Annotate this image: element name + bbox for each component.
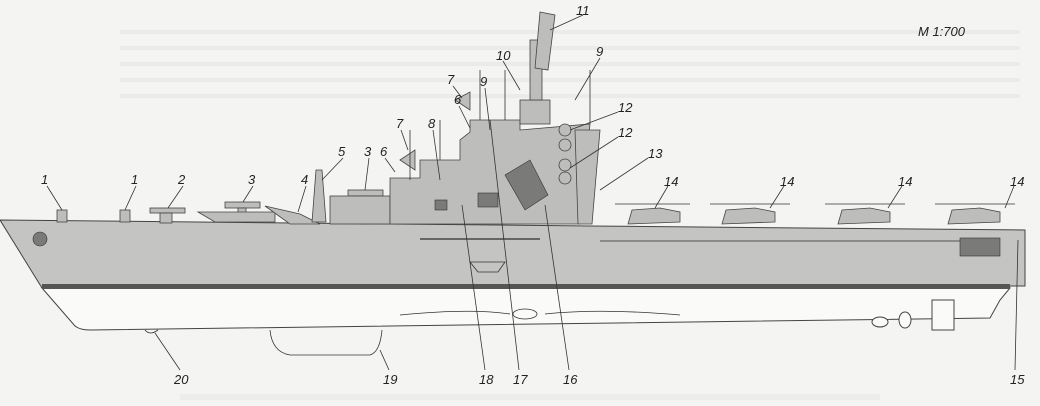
callout-17: 17: [513, 372, 528, 387]
callout-7: 7: [447, 72, 455, 87]
forward-deck-equipment: [56, 169, 391, 225]
callout-3: 3: [248, 172, 256, 187]
boot-top-stripe: [42, 284, 1010, 289]
callout-1: 1: [131, 172, 138, 187]
accommodation-ladder: [469, 261, 506, 273]
callout-13: 13: [648, 146, 663, 161]
callout-3: 3: [364, 144, 372, 159]
callout-6: 6: [454, 92, 462, 107]
callout-labels: 1 1 2 3 4 5 3 6 7 8 6 7 9 10 11 9 12 12 …: [41, 3, 1025, 387]
sonar-dome: [269, 329, 383, 356]
callout-12: 12: [618, 125, 633, 140]
callout-12: 12: [618, 100, 633, 115]
bow-sonar: [144, 329, 159, 334]
leader-lines: [46, 14, 1019, 371]
callout-9: 9: [596, 44, 603, 59]
stern-boat-bay: [959, 237, 1001, 257]
callout-18: 18: [479, 372, 494, 387]
callout-2: 2: [177, 172, 186, 187]
callout-11: 11: [576, 3, 590, 18]
callout-14: 14: [898, 174, 912, 189]
callout-1: 1: [41, 172, 48, 187]
callout-14: 14: [664, 174, 678, 189]
callout-4: 4: [301, 172, 308, 187]
superstructure: [389, 11, 601, 225]
callout-14: 14: [1010, 174, 1024, 189]
background-bleed-through: [120, 30, 1020, 400]
scale-label: M 1:700: [918, 24, 966, 39]
portholes: [420, 238, 980, 242]
bow-emblem: [32, 231, 48, 247]
helicopters: [615, 203, 1015, 225]
callout-5: 5: [338, 144, 346, 159]
callout-20: 20: [173, 372, 189, 387]
callout-8: 8: [428, 116, 436, 131]
propeller-rudder: [871, 299, 955, 331]
callout-10: 10: [496, 48, 511, 63]
callout-16: 16: [563, 372, 578, 387]
callout-9: 9: [480, 74, 487, 89]
callout-19: 19: [383, 372, 397, 387]
callout-7: 7: [396, 116, 404, 131]
callout-6: 6: [380, 144, 388, 159]
hull-opening: [512, 308, 538, 320]
callout-15: 15: [1010, 372, 1025, 387]
callout-14: 14: [780, 174, 794, 189]
hull-fairings: [399, 310, 681, 316]
hull: [0, 219, 1026, 289]
